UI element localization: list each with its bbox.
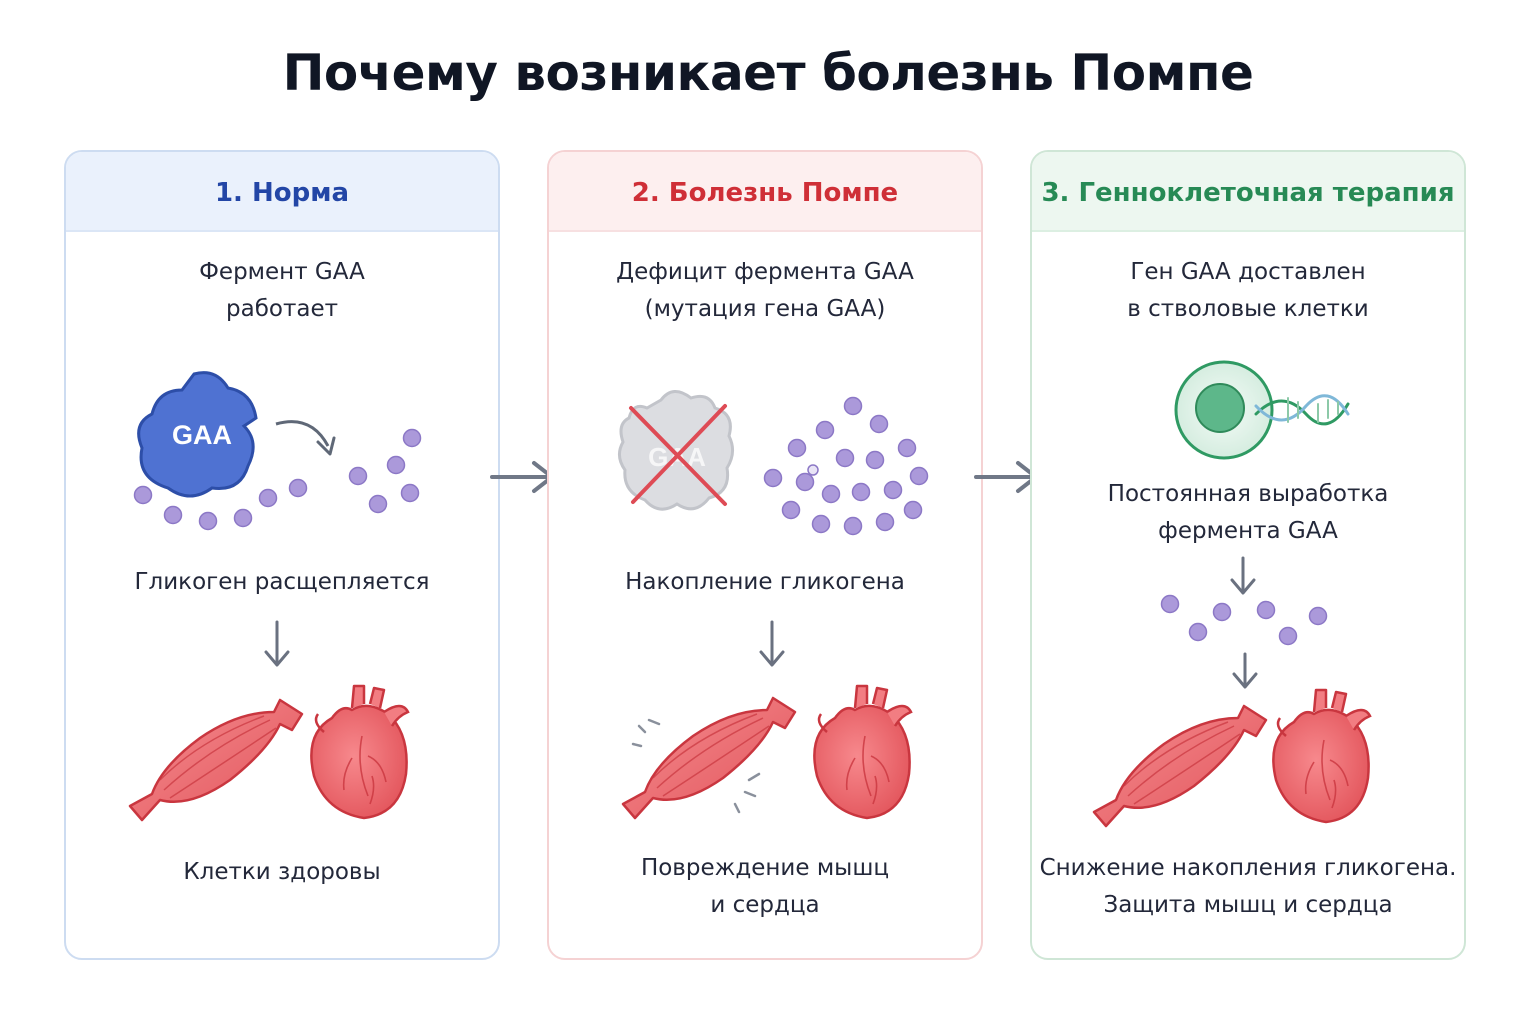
panel-therapy-top-text: Ген GAA доставлен в стволовые клетки xyxy=(1127,259,1369,322)
panel-therapy: 3. Генноклеточная терапия Ген GAA достав… xyxy=(1030,150,1466,960)
muscle-icon xyxy=(1092,704,1268,828)
panel-normal-top-text: Фермент GAA работает xyxy=(199,259,365,322)
muscle-icon xyxy=(128,698,304,822)
inactive-enzyme-icon: GAA xyxy=(618,390,734,511)
panel-normal-header: 1. Норма xyxy=(66,152,498,232)
panel-disease-illustration: GAA xyxy=(618,390,929,820)
panel-disease-header: 2. Болезнь Помпе xyxy=(549,152,981,232)
accumulated-glycogen-dots xyxy=(763,396,929,536)
arrow-down-icon xyxy=(1232,652,1258,689)
heart-icon xyxy=(813,684,913,820)
panel-normal-illustration: GAA xyxy=(128,371,422,822)
glycogen-dots xyxy=(133,428,422,531)
panel-disease-top-text: Дефицит фермента GAA (мутация гена GAA) xyxy=(616,259,914,322)
panel-disease-middle-text: Накопление гликогена xyxy=(625,569,905,595)
panel-therapy-bottom-text: Снижение накопления гликогена. Защита мы… xyxy=(1039,855,1457,918)
damage-marks-icon xyxy=(631,718,761,814)
dna-icon xyxy=(1254,394,1350,426)
panel-therapy-header: 3. Генноклеточная терапия xyxy=(1032,152,1464,232)
arrow-down-icon xyxy=(1230,556,1256,595)
page-title: Почему возникает болезнь Помпе xyxy=(282,44,1254,102)
enzyme-blob-icon: GAA xyxy=(137,371,258,498)
panel-normal-middle-text: Гликоген расщепляется xyxy=(134,569,430,595)
heart-icon xyxy=(310,684,410,820)
panel-normal: 1. Норма Фермент GAA работает GAA Гликог… xyxy=(64,150,500,960)
stem-cell-icon xyxy=(1174,360,1274,460)
panel-normal-bottom-text: Клетки здоровы xyxy=(183,859,381,885)
enzyme-label: GAA xyxy=(172,420,232,450)
panel-therapy-illustration xyxy=(1092,360,1372,828)
glycogen-dots xyxy=(1160,594,1328,646)
heart-icon xyxy=(1272,688,1372,824)
panel-disease: 2. Болезнь Помпе Дефицит фермента GAA (м… xyxy=(547,150,983,960)
panel-therapy-middle-text: Постоянная выработка фермента GAA xyxy=(1107,481,1389,544)
arrow-down-icon xyxy=(264,620,290,667)
cross-icon xyxy=(629,404,727,506)
arrow-down-icon xyxy=(759,620,785,667)
enzyme-action-arrow-icon xyxy=(275,420,330,447)
muscle-icon xyxy=(621,696,797,820)
panel-disease-bottom-text: Повреждение мышц и сердца xyxy=(640,855,890,918)
